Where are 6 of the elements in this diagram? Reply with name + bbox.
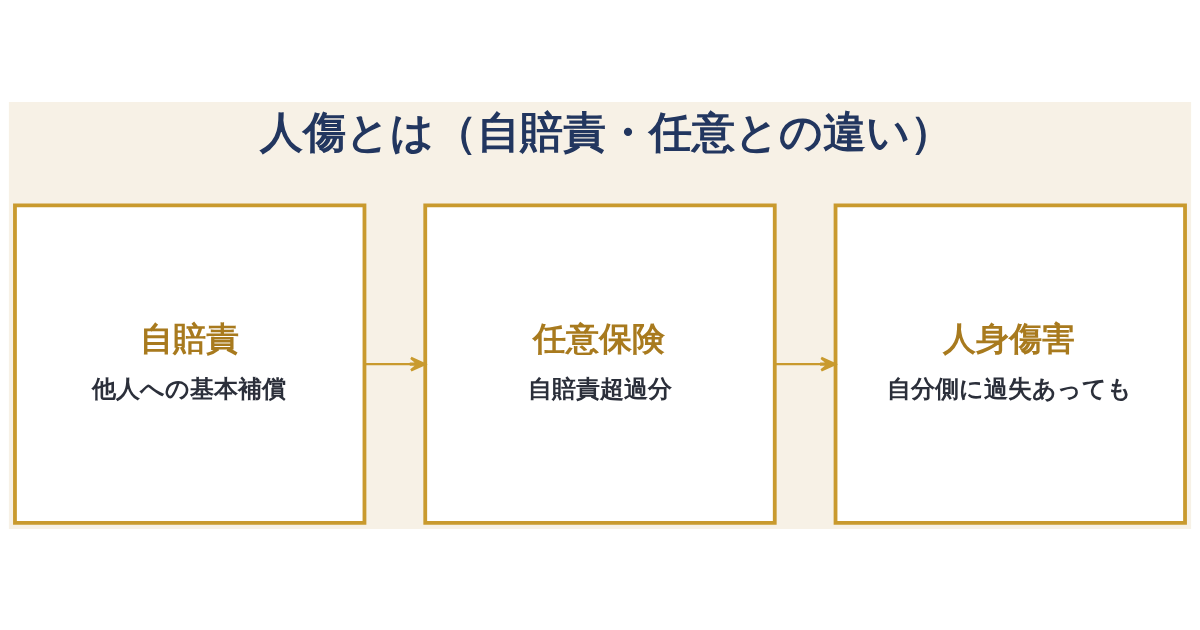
arrow bbox=[774, 356, 837, 371]
node-box: 自賠責 他人への基本補償 bbox=[13, 202, 367, 525]
node-box: 人身傷害 自分側に過失あっても bbox=[833, 202, 1187, 525]
node-box: 任意保険 自賠責超過分 bbox=[423, 202, 777, 525]
diagram-title: 人傷とは（自賠責・任意との違い） bbox=[259, 107, 953, 157]
arrow bbox=[364, 356, 426, 371]
